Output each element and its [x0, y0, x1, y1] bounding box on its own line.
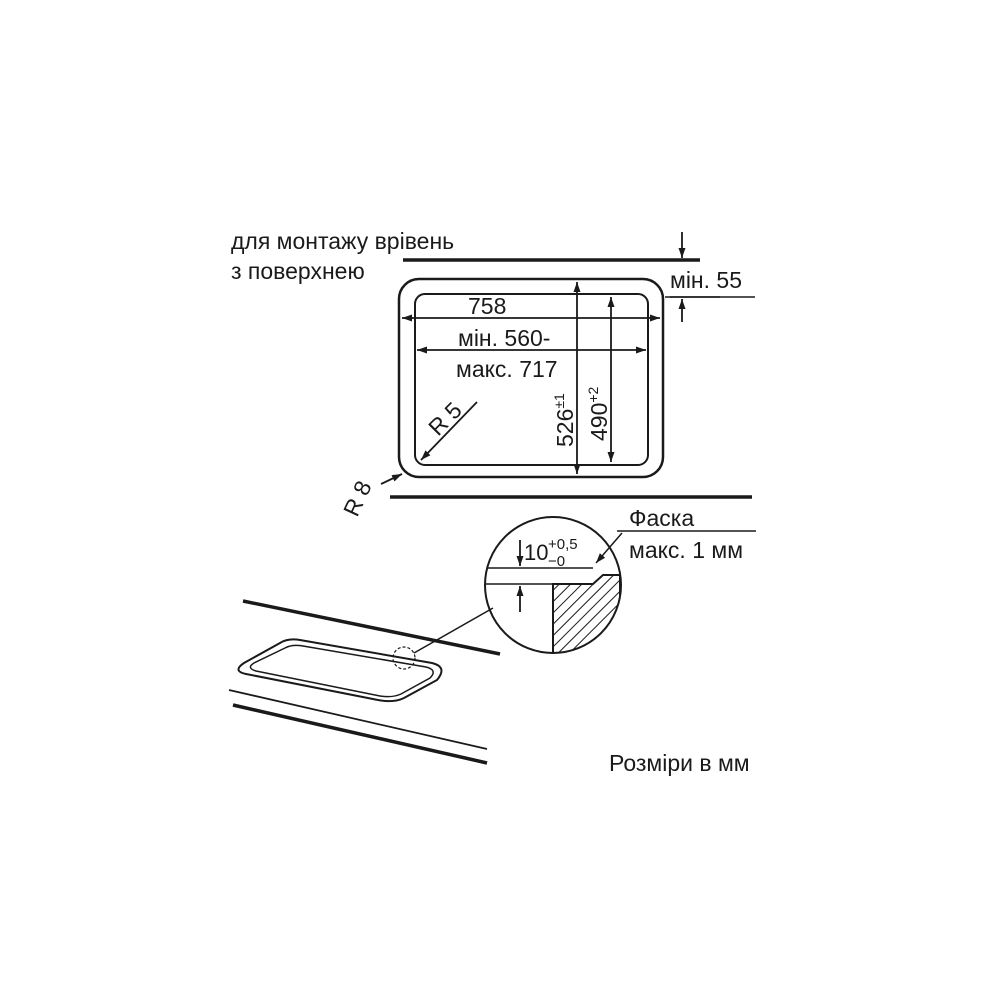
detail-marker-circle: [392, 646, 416, 670]
worktop-perspective: [228, 599, 501, 765]
perspective-cutout-outer: [237, 638, 443, 703]
worktop-section-hatched: [552, 574, 621, 653]
outer-radius-label-group: R 8: [338, 477, 377, 520]
inner-width-max-label: макс. 717: [456, 356, 558, 382]
outer-width-label: 758: [468, 293, 506, 319]
outer-cutout-outline: [397, 277, 665, 479]
outer-radius-leader: [380, 473, 403, 485]
outer-radius-label: R 8: [338, 477, 377, 520]
inner-height-label: 490+2: [585, 386, 612, 441]
rebate-detail: 10 +0,5 −0: [484, 516, 622, 654]
flush-note-line1: для монтажу врівень: [231, 228, 454, 254]
inner-radius-label-group: R 5: [423, 397, 467, 441]
outer-height-label: 526±1: [551, 393, 578, 447]
chamfer-value: макс. 1 мм: [629, 537, 743, 563]
chamfer-leader: [595, 532, 623, 564]
detail-circle-outline: [484, 516, 622, 654]
inner-width-min-label: мін. 560-: [458, 325, 550, 351]
units-note: Розміри в мм: [609, 750, 750, 776]
cutout-top-view: [380, 232, 755, 499]
outer-height-label-group: 526±1: [551, 393, 578, 447]
inner-height-label-group: 490+2: [585, 386, 612, 441]
rebate-depth-label: 10: [524, 540, 548, 565]
worktop-front-bottom-edge: [232, 703, 488, 765]
inner-cutout-outline: [414, 293, 649, 466]
worktop-front-top-edge: [228, 689, 488, 750]
detail-leader-line: [413, 607, 494, 654]
rebate-tol-lower: −0: [548, 553, 565, 570]
chamfer-title: Фаска: [629, 505, 694, 531]
inner-radius-leader: [420, 401, 478, 461]
rebate-tol-upper: +0,5: [548, 536, 578, 553]
chamfer-callout: [595, 530, 756, 564]
min-depth-label: мін. 55: [670, 267, 742, 293]
inner-radius-label: R 5: [423, 397, 467, 441]
worktop-back-edge: [242, 599, 501, 656]
flush-note-line2: з поверхнею: [231, 258, 365, 284]
perspective-cutout-inner: [249, 644, 434, 698]
